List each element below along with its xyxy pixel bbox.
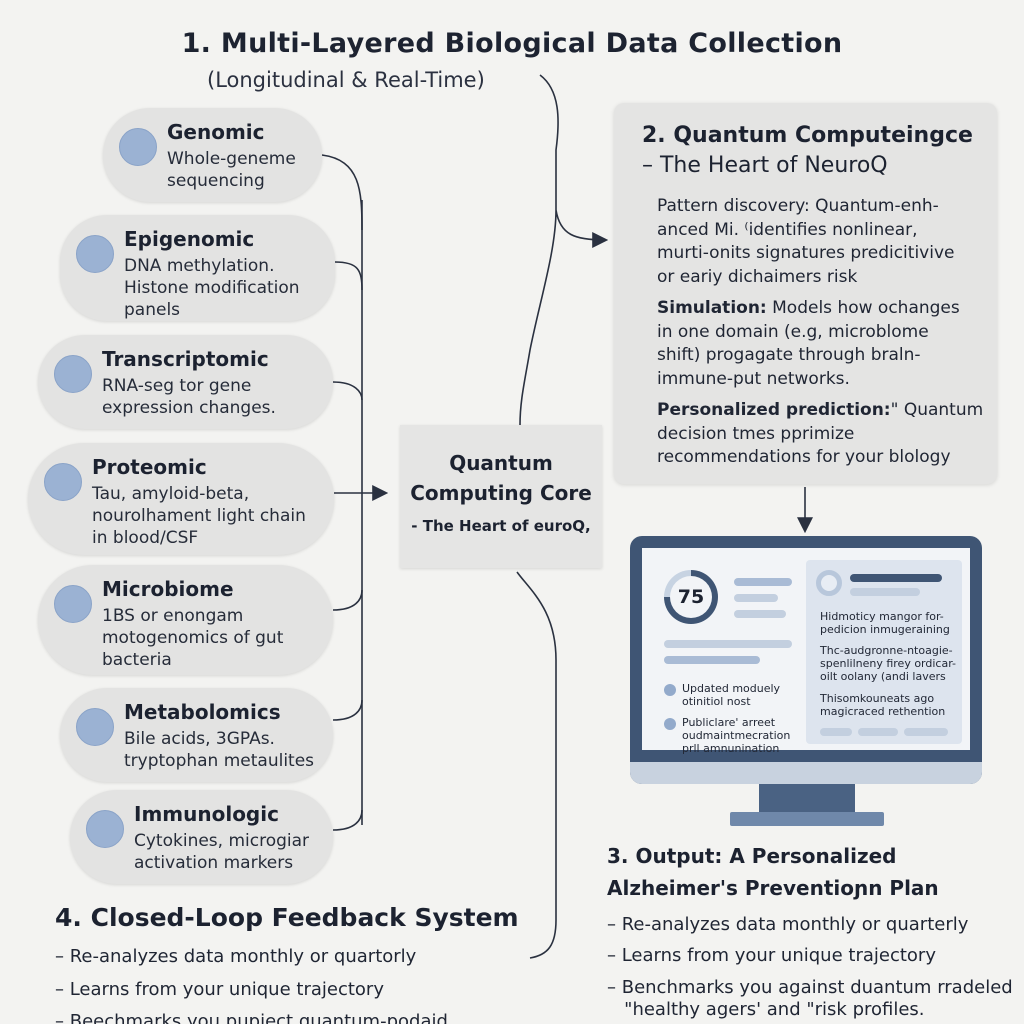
bullet-icon [664,684,676,696]
page-subtitle: (Longitudinal & Real-Time) [207,68,485,92]
layer-dot-icon [54,585,92,623]
placeholder-bar [858,728,898,736]
layer-title: Genomic [167,120,265,144]
connector-metabolomics [332,699,363,721]
layer-dot-icon [86,810,124,848]
feedback-return-line [516,571,557,959]
quantum-title: 2. Quantum Computeingce [642,123,973,148]
dashboard-detail-panel: Hidmoticy mangor for-pedicion inmugerain… [806,560,962,744]
layer-title: Epigenomic [124,227,255,251]
profile-icon [816,570,842,596]
output-item: "healthy agers' and "risk profiles. [607,999,925,1020]
layer-dot-icon [119,128,157,166]
bullet-icon [664,718,676,730]
core-to-quantum-arrow [519,74,605,426]
layer-title: Proteomic [92,455,207,479]
connector-immunologic [332,809,363,831]
connector-transcriptomic [332,381,363,401]
layer-dot-icon [54,355,92,393]
output-item: – Benchmarks you against duantum rradele… [607,977,1013,998]
connector-epigenomic [334,261,363,291]
layer-title: Microbiome [102,577,234,601]
feedback-item: – Learns from your unique trajectory [55,979,384,1000]
quantum-paragraph-simulation: Simulation: Models how ochanges in one d… [657,298,960,389]
connector-genomic [321,154,363,231]
placeholder-bar [664,656,760,664]
core-subtitle: - The Heart of euroQ, [411,517,591,535]
feedback-item: – Beechmarks you pupiect quantum-podaid [55,1011,448,1024]
monitor-bezel [630,762,982,784]
layer-proteomic: Proteomic Tau, amyloid-beta,nourolhament… [28,443,334,555]
feedback-title: 4. Closed-Loop Feedback System [55,903,519,932]
quantum-core-box: Quantum Computing Core - The Heart of eu… [400,425,602,568]
score-gauge: 75 [664,570,718,624]
output-item: – Learns from your unique trajectory [607,945,936,966]
quantum-subtitle: – The Heart of NeuroQ [642,153,888,178]
layer-title: Immunologic [134,802,279,826]
layer-title: Metabolomics [124,700,281,724]
output-title-line2: Alzheimer's Preventioɲn Plan [607,876,939,900]
placeholder-bar [734,578,792,586]
quantum-paragraph-prediction: Personalized prediction:" Quantum decisi… [657,400,984,467]
layer-epigenomic: Epigenomic DNA methylation.Histone modif… [60,215,335,321]
panel-header-bar [850,588,920,596]
score-value: 75 [670,576,712,618]
placeholder-bar [664,640,792,648]
layer-dot-icon [44,463,82,501]
output-title: 3. Output: A Personalized [607,844,897,868]
feedback-item: – Re-analyzes data monthly or quartorly [55,946,417,967]
layer-desc: Tau, amyloid-beta,nourolhament light cha… [92,484,306,548]
quantum-paragraph-pattern: Pattern discovery: Quantum-enh- anced Mi… [657,196,955,287]
layer-dot-icon [76,708,114,746]
dashboard-right-item: Hidmoticy mangor for-pedicion inmugerain… [820,610,950,636]
monitor-base [730,812,884,826]
core-title-line: Computing Core [410,481,592,505]
layer-desc: Bile acids, 3GPAs.tryptophan metaulites [124,729,315,771]
layer-title: Transcriptomic [102,347,269,371]
output-item: – Re-analyzes data monthly or quarterly [607,914,969,935]
dashboard-right-item: Thc-audgronne-ntoagie-spenlilneny firey … [820,644,956,683]
connector-microbiome [332,589,363,611]
placeholder-bar [904,728,948,736]
page-title: 1. Multi-Layered Biological Data Collect… [181,28,843,59]
placeholder-bar [820,728,852,736]
placeholder-bar [734,594,778,602]
placeholder-bar [734,610,786,618]
quantum-panel: 2. Quantum Computeingce – The Heart of N… [614,103,997,484]
layer-metabolomics: Metabolomics Bile acids, 3GPAs.tryptopha… [60,688,333,782]
core-title-line: Quantum [449,451,553,475]
monitor-stand [759,784,855,814]
panel-header-bar [850,574,942,582]
layer-dot-icon [76,235,114,273]
